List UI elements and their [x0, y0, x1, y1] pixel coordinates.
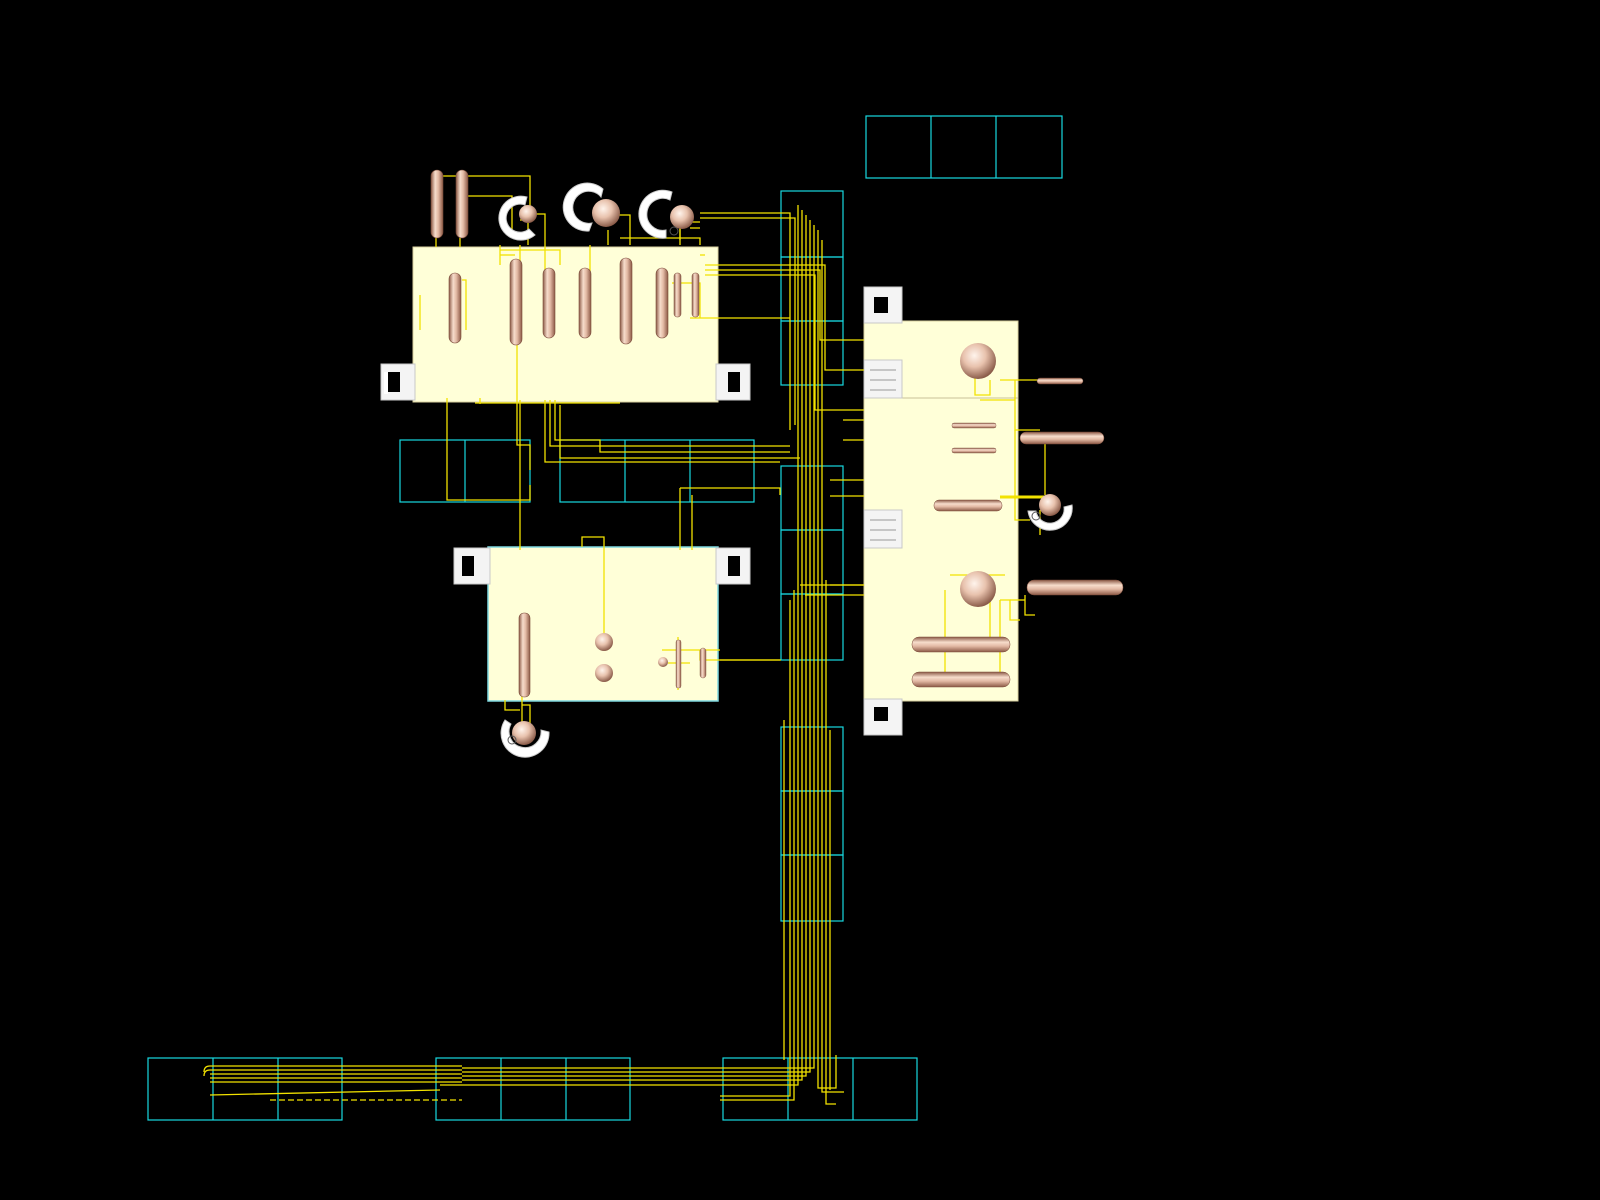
support-frame[interactable]: [453, 547, 491, 585]
equipment-right: [911, 343, 1124, 688]
vertical-column-vessel-icon[interactable]: [455, 169, 469, 239]
pipe-bottom-runs[interactable]: [203, 1065, 462, 1101]
support-frame[interactable]: [715, 363, 751, 401]
vertical-column-vessel-icon[interactable]: [691, 272, 700, 318]
horizontal-drum-vessel-icon[interactable]: [951, 447, 997, 454]
vertical-column-vessel-icon[interactable]: [448, 272, 462, 344]
spherical-tank-icon[interactable]: [960, 343, 996, 379]
pump-icon[interactable]: [1027, 494, 1073, 531]
support-frame[interactable]: [863, 698, 903, 736]
vertical-column-vessel-icon[interactable]: [619, 257, 633, 345]
equipment-upper: [430, 169, 700, 346]
pipe-trunk-vertical[interactable]: [440, 205, 844, 1105]
vertical-column-vessel-icon[interactable]: [509, 258, 523, 346]
pump-icon[interactable]: [562, 182, 620, 232]
support-frame[interactable]: [863, 509, 903, 549]
platforms: [412, 246, 1019, 702]
rack-vertical-main[interactable]: [780, 190, 844, 922]
spherical-tank-icon[interactable]: [595, 664, 613, 682]
vertical-column-vessel-icon[interactable]: [518, 612, 531, 698]
pump-icon[interactable]: [500, 719, 550, 758]
spherical-tank-icon[interactable]: [960, 571, 996, 607]
vertical-column-vessel-icon[interactable]: [655, 267, 669, 339]
horizontal-drum-vessel-icon[interactable]: [1036, 377, 1084, 385]
vertical-column-vessel-icon[interactable]: [430, 169, 444, 239]
support-frame[interactable]: [715, 547, 751, 585]
vertical-column-vessel-icon[interactable]: [699, 647, 707, 679]
vertical-column-vessel-icon[interactable]: [578, 267, 592, 339]
pipe-racks: [147, 115, 1063, 1121]
vertical-column-vessel-icon[interactable]: [673, 272, 682, 318]
spherical-tank-icon[interactable]: [595, 633, 613, 651]
vertical-column-vessel-icon[interactable]: [542, 267, 556, 339]
support-frame[interactable]: [863, 359, 903, 399]
horizontal-drum-vessel-icon[interactable]: [1019, 431, 1105, 445]
pump-icon[interactable]: [638, 189, 694, 239]
pipe-right-trunk-bottom[interactable]: [783, 720, 831, 1090]
horizontal-drum-vessel-icon[interactable]: [933, 499, 1003, 512]
support-frame[interactable]: [380, 363, 416, 401]
rack-middle-horizontal[interactable]: [399, 439, 755, 503]
equipment-lower: [500, 612, 707, 758]
horizontal-drum-vessel-icon[interactable]: [911, 636, 1011, 653]
supports: [380, 286, 903, 736]
support-frame[interactable]: [863, 286, 903, 324]
horizontal-drum-vessel-icon[interactable]: [1026, 579, 1124, 596]
vertical-column-vessel-icon[interactable]: [675, 639, 682, 689]
spherical-tank-icon[interactable]: [658, 657, 668, 667]
pump-icon[interactable]: [498, 195, 537, 241]
pipe-upper-area[interactable]: [419, 175, 864, 550]
rack-top-right[interactable]: [865, 115, 1063, 179]
horizontal-drum-vessel-icon[interactable]: [951, 422, 997, 429]
horizontal-drum-vessel-icon[interactable]: [911, 671, 1011, 688]
